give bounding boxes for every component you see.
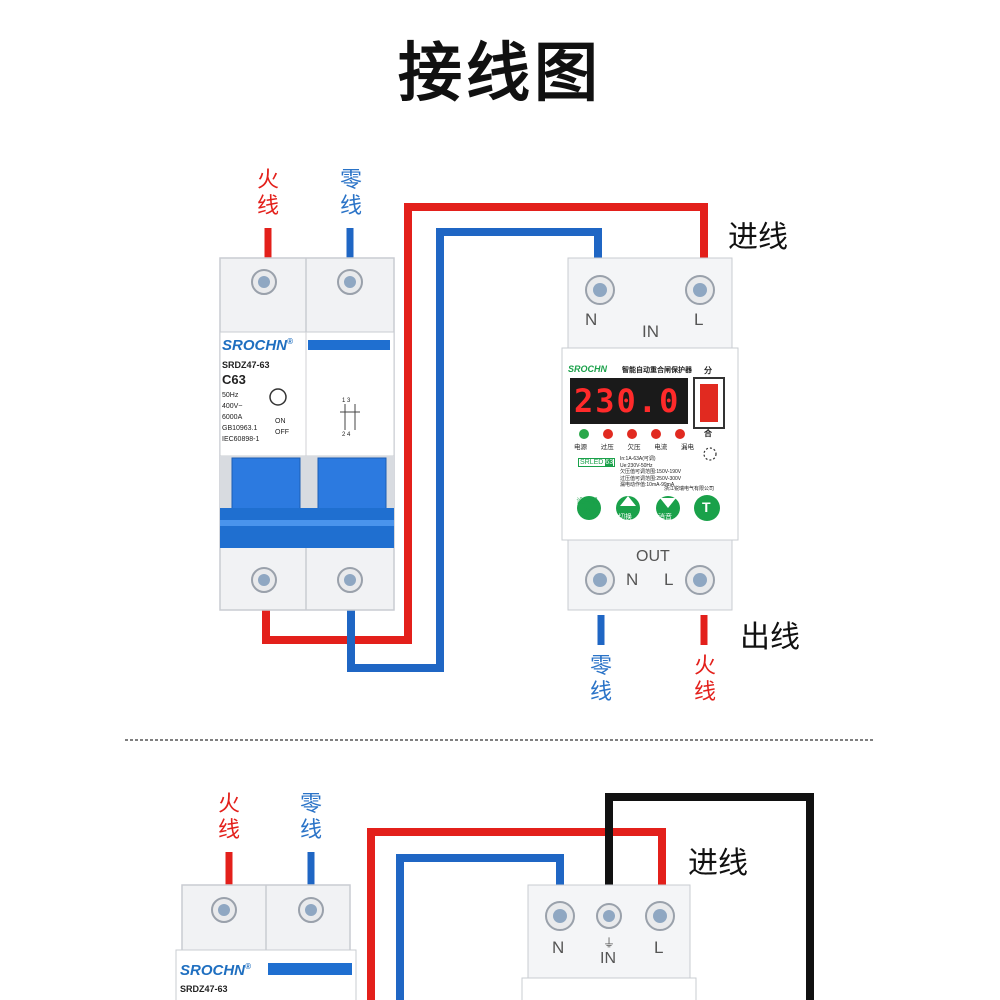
breaker-schematic-icon	[340, 404, 360, 430]
protector-in-n: N	[585, 310, 598, 329]
mute-button-label[interactable]: 消音	[658, 514, 672, 521]
breaker-blue-strip	[308, 340, 390, 350]
protector-brand: SROCHN	[568, 364, 608, 374]
breaker-rating: C63	[222, 372, 246, 387]
live-wire-label: 火 线	[256, 168, 279, 219]
breaker-terminal-bottom: 2 4	[342, 432, 351, 438]
incoming-label: 进线	[728, 220, 788, 255]
protector-name: 智能自动重合闸保护器	[622, 367, 692, 374]
neutral-out-label: 零 线	[589, 654, 612, 705]
live-wire-breaker-to-protector	[262, 203, 708, 644]
earth-wire-2	[605, 793, 814, 1000]
set-button	[577, 496, 601, 520]
dial-icon	[703, 447, 717, 461]
switch-button	[616, 496, 640, 520]
outgoing-label: 出线	[740, 620, 800, 655]
protector-out-label: OUT	[636, 548, 670, 565]
protector-display	[570, 378, 688, 424]
incoming-label-2: 进线	[688, 846, 748, 881]
neutral-wire-label: 零 线	[339, 168, 362, 219]
model-tag: SRLED 63	[578, 458, 616, 467]
protector2-n: N	[552, 938, 565, 957]
test-button	[694, 495, 720, 521]
page-title: 接线图	[398, 37, 602, 111]
breaker-terminal-top: 1 3	[342, 398, 351, 404]
protector2-l: L	[654, 938, 664, 957]
breaker-brand: SROCHN®	[222, 337, 293, 354]
screw-icon	[585, 275, 715, 595]
breaker-model-2: SRDZ47-63	[180, 984, 228, 994]
protector-in-l: L	[694, 310, 704, 329]
protector-in-label: IN	[642, 322, 659, 341]
switch-off-label: 分	[704, 366, 712, 375]
breaker-on-off: ON OFF	[275, 418, 289, 436]
protector-company: 浙江锐瑞电气有限公司	[664, 486, 715, 492]
protector-out-n: N	[626, 570, 639, 589]
live-out-label: 火 线	[693, 654, 716, 705]
screw-icon	[251, 269, 363, 593]
switch-button-label[interactable]: 切换	[618, 514, 632, 521]
protector-spec: In:1A-63A(可调) Ue:230V-50Hz 欠压值可调范围:150V-…	[620, 456, 682, 488]
breaker-handle-left	[231, 457, 301, 511]
protector-display-value: 230.0	[574, 382, 681, 420]
neutral-wire-breaker-to-protector	[347, 228, 602, 672]
breaker-brand-2: SROCHN®	[180, 962, 251, 979]
live-wire-label-2: 火 线	[217, 792, 240, 843]
test-button-label[interactable]: T	[702, 499, 711, 515]
breaker-handle-right	[317, 457, 387, 511]
ccc-mark-icon	[269, 388, 287, 406]
protector2-in-label: IN	[600, 950, 616, 967]
live-wire-2	[367, 828, 666, 1000]
protector-rocker-switch	[700, 384, 718, 422]
neutral-wire-label-2: 零 线	[299, 792, 322, 843]
set-button-label[interactable]: 设置切换	[576, 498, 598, 515]
breaker-specs: 50Hz 400V~ 6000A GB10963.1 IEC60898-1	[222, 392, 260, 443]
switch-on-label: 合	[704, 429, 712, 438]
neutral-wire-2	[396, 854, 564, 1000]
protector-out-l: L	[664, 570, 674, 589]
led-labels: 电源 过压 欠压 电流 漏电	[574, 444, 694, 451]
ground-icon: ⏚	[603, 936, 616, 950]
breaker-model: SRDZ47-63	[222, 360, 270, 370]
